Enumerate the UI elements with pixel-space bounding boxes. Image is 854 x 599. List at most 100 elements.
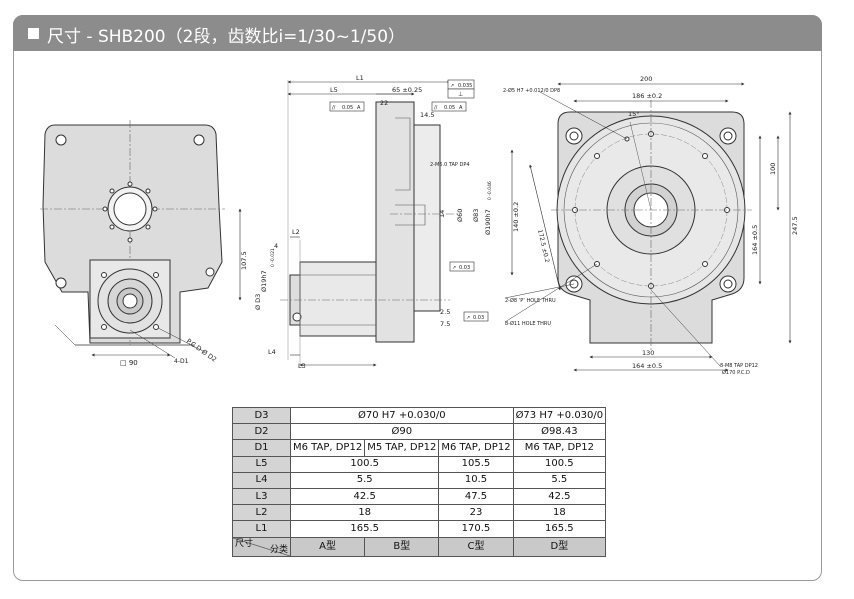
dim-247-label: 247.5 <box>791 216 799 235</box>
tolerance-5: 0.03 <box>473 315 484 321</box>
dim-7-5-label: 7.5 <box>440 320 450 328</box>
dim-2-5-label: 2.5 <box>440 308 450 316</box>
dim-200-label: 200 <box>640 75 652 83</box>
parallel-symbol-1: // <box>332 105 336 111</box>
row-label: L1 <box>232 520 291 538</box>
row-label: L3 <box>232 487 291 506</box>
table-cell: 105.5 <box>438 455 514 473</box>
runout-symbol-2: ↗ <box>452 265 456 271</box>
tolerance-2: 0.05 <box>342 105 353 111</box>
table-cell: 170.5 <box>438 520 514 538</box>
corner-cell: 尺寸 分类 <box>232 536 291 557</box>
table-cell: M6 TAP, DP12 <box>512 439 607 457</box>
spec-table: D3 Ø70 H7 +0.030/0 Ø73 H7 +0.030/0 D2 Ø9… <box>232 406 607 557</box>
table-cell: Ø90 <box>290 423 514 441</box>
table-cell: 10.5 <box>438 471 514 489</box>
pin-label: 2-Ø5 H7 +0.012/0 DP8 <box>503 87 560 94</box>
table-row: L1 165.5 170.5 165.5 <box>232 520 607 538</box>
datum-a-2: A <box>459 105 463 111</box>
dim-130-label: 130 <box>642 349 654 357</box>
tolerance-box-5 <box>463 311 489 322</box>
type-header: D型 <box>512 536 607 557</box>
l5-label: L5 <box>330 86 338 94</box>
dim-172-label: 172.5 ±0.2 <box>536 229 550 264</box>
table-cell: Ø70 H7 +0.030/0 <box>290 406 514 425</box>
width-90-label: □ 90 <box>120 359 138 367</box>
perp-box <box>447 88 475 99</box>
bullet-square-icon <box>28 28 39 39</box>
d3-label: Ø D3 <box>254 294 262 310</box>
table-cell: M6 TAP, DP12 <box>289 439 366 457</box>
l2-label: L2 <box>292 228 300 236</box>
l3-label: L3 <box>298 362 306 370</box>
table-footer-row: 尺寸 分类 A型 B型 C型 D型 <box>232 536 607 557</box>
table-row: D1 M6 TAP, DP12 M5 TAP, DP12 M6 TAP, DP1… <box>232 439 607 457</box>
dim-22-label: 22 <box>380 99 388 107</box>
pcd-170-label: Ø170 P.C.D <box>722 369 750 376</box>
table-row: L3 42.5 47.5 42.5 <box>232 487 607 506</box>
row-label: L5 <box>232 455 291 473</box>
dim-164-horizontal-label: 164 ±0.5 <box>632 362 662 370</box>
type-header: A型 <box>289 536 366 557</box>
table-cell: 42.5 <box>512 487 607 506</box>
row-label: L2 <box>232 504 291 522</box>
hole-thru-label: 8-Ø11 HOLE THRU <box>505 320 551 327</box>
pcd-label: P.C.D Ø D2 <box>185 337 218 364</box>
type-header: C型 <box>438 536 514 557</box>
type-header: B型 <box>364 536 440 557</box>
dim-100-label: 100 <box>769 163 777 175</box>
tolerance-1: 0.035 <box>458 83 472 89</box>
tolerance-box-3 <box>431 101 467 112</box>
key-14-label: 14 <box>438 210 446 218</box>
table-cell: Ø98.43 <box>512 423 607 441</box>
dim-4-label: 4 <box>274 242 278 250</box>
corner-bottom-label: 分类 <box>269 544 288 555</box>
dim-164-vertical-label: 164 ±0.5 <box>751 225 759 255</box>
table-cell: 165.5 <box>512 520 607 538</box>
dim-140-label: 140 ±0.2 <box>512 202 520 232</box>
d190-tolerance: 0 -0.046 <box>487 181 493 200</box>
table-cell: 5.5 <box>289 471 440 489</box>
tolerance-4: 0.03 <box>459 265 470 271</box>
d83-label: Ø83 <box>472 209 480 222</box>
l4-label: L4 <box>268 348 276 356</box>
hole-p-label: 2-Ø8 ‘P’ HOLE THRU <box>505 297 556 304</box>
dim-186-label: 186 ±0.2 <box>632 92 662 100</box>
section-header: 尺寸 - SHB200（2段，齿数比i=1/30~1/50） <box>13 15 822 51</box>
table-row: L4 5.5 10.5 5.5 <box>232 471 607 489</box>
table-cell: M5 TAP, DP12 <box>364 439 440 457</box>
front-view-left: □ 90 4-D1 P.C.D Ø D2 107.5 <box>40 120 248 367</box>
table-cell: 47.5 <box>438 487 514 506</box>
flange-view-right: 200 186 ±0.2 15° 2-Ø5 H7 +0.012/0 DP8 10… <box>503 75 799 376</box>
d1-label: 4-D1 <box>174 358 189 365</box>
tolerance-box-4 <box>449 261 475 272</box>
d190-label: Ø190h7 <box>484 209 492 235</box>
corner-top-label: 尺寸 <box>235 538 254 549</box>
table-cell: 165.5 <box>289 520 440 538</box>
table-cell: M6 TAP, DP12 <box>438 439 514 457</box>
row-label: D3 <box>232 406 291 425</box>
d19-tolerance: 0 -0.021 <box>270 248 276 267</box>
tolerance-box-2 <box>329 101 365 112</box>
runout-symbol-1: ↗ <box>450 83 454 89</box>
tap-m8-label: 8-M8 TAP DP12 <box>720 363 758 369</box>
side-view: L1 L5 65 ±0.25 22 14.5 L2 4 L3 L4 Ø D3 Ø… <box>254 74 493 370</box>
angle-15-label: 15° <box>628 110 640 118</box>
height-107-label: 107.5 <box>240 251 248 270</box>
d19-label: Ø19h7 <box>260 270 268 292</box>
row-label: D2 <box>232 423 291 441</box>
row-label: D1 <box>232 439 291 457</box>
table-row: L2 18 23 18 <box>232 504 607 522</box>
table-cell: Ø73 H7 +0.030/0 <box>512 406 607 425</box>
row-label: L4 <box>232 471 291 489</box>
table-cell: 100.5 <box>512 455 607 473</box>
table-cell: 18 <box>289 504 440 522</box>
table-row: L5 100.5 105.5 100.5 <box>232 455 607 473</box>
datum-a-1: A <box>357 105 361 111</box>
tap-label: 2-M6.0 TAP DP4 <box>430 162 470 168</box>
table-cell: 23 <box>438 504 514 522</box>
table-row: D2 Ø90 Ø98.43 <box>232 423 607 441</box>
perp-symbol: ⊥ <box>458 91 463 98</box>
table-cell: 42.5 <box>289 487 440 506</box>
tolerance-3: 0.05 <box>444 105 455 111</box>
